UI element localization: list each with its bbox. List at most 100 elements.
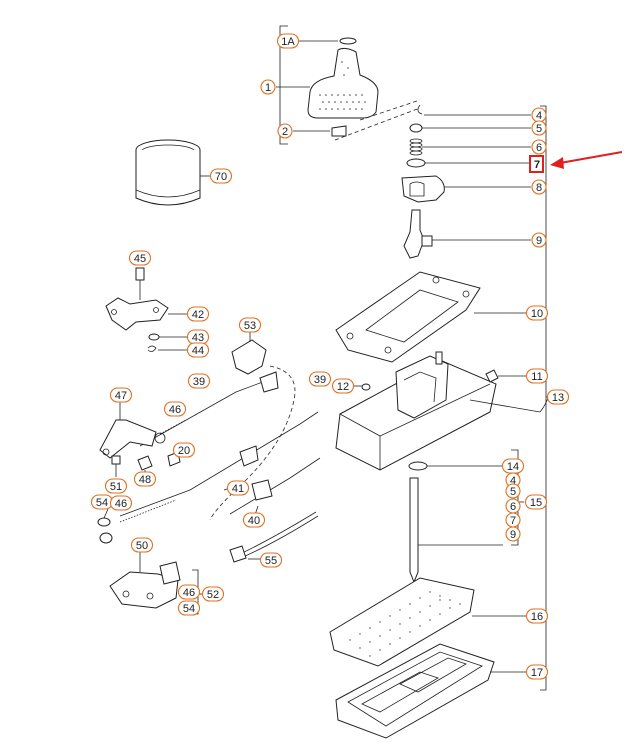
small-parts-stack	[401, 104, 531, 259]
callout-bubble	[186, 342, 210, 358]
callout-p42: 42	[186, 306, 210, 322]
callout-label: 39	[314, 374, 326, 386]
callout-bubble	[242, 512, 266, 528]
shifter-housing	[335, 351, 549, 471]
callout-p8: 8	[531, 179, 547, 195]
callout-label: 53	[244, 320, 256, 332]
callout-bubble	[505, 526, 521, 542]
callout-p44: 44	[186, 342, 210, 358]
callout-p7b: 7	[505, 512, 521, 528]
callout-label: 44	[192, 345, 204, 357]
callout-label: 13	[552, 392, 564, 404]
callout-label: 2	[282, 126, 288, 138]
callout-bubble	[505, 483, 521, 499]
callout-label: 5	[510, 486, 516, 498]
callout-p4: 4	[531, 107, 547, 123]
callout-bubble	[525, 664, 549, 680]
callout-bubble	[260, 79, 276, 95]
lever-47	[99, 402, 181, 478]
callout-label: 1	[265, 82, 271, 94]
callout-bubble	[525, 368, 549, 384]
callout-bubble	[177, 600, 201, 616]
callout-label: 9	[510, 529, 516, 541]
callout-bubble	[104, 478, 128, 494]
callout-bubble	[109, 495, 133, 511]
callout-p52: 52	[201, 586, 225, 602]
callout-p54a: 54	[90, 494, 114, 510]
callout-label: 52	[207, 589, 219, 601]
callout-label: 8	[536, 182, 542, 194]
callout-bubble	[201, 586, 225, 602]
callout-bubble	[531, 179, 547, 195]
callouts: 1A12704567891011121314456791516174542434…	[90, 33, 570, 680]
callout-bubble	[238, 317, 262, 333]
callout-label: 70	[215, 171, 227, 183]
callout-p48: 48	[133, 471, 157, 487]
callout-bubble	[546, 389, 570, 405]
tray-17	[335, 643, 527, 739]
callout-label: 43	[192, 332, 204, 344]
cover-16	[329, 577, 527, 667]
callout-label: 6	[510, 501, 516, 513]
lower-joints	[97, 508, 113, 544]
callout-p45: 45	[128, 250, 152, 266]
callout-p10: 10	[525, 305, 549, 321]
callout-label: 48	[139, 474, 151, 486]
callout-p51: 51	[104, 478, 128, 494]
callout-p39b: 39	[308, 371, 332, 387]
callout-label: 11	[531, 371, 542, 383]
callout-bubble	[531, 232, 547, 248]
callout-p46b: 46	[109, 495, 133, 511]
callout-p4b: 4	[505, 472, 521, 488]
callout-p1: 1	[260, 79, 276, 95]
callout-bubble	[209, 168, 233, 184]
callout-p9b: 9	[505, 526, 521, 542]
callout-p20: 20	[172, 442, 196, 458]
bracket-42	[105, 267, 187, 352]
callout-bubble	[186, 306, 210, 322]
callout-bubble	[226, 480, 250, 496]
callout-label: 20	[178, 445, 190, 457]
callout-p9: 9	[531, 232, 547, 248]
callout-bubble	[133, 471, 157, 487]
callout-label: 15	[530, 497, 542, 509]
callout-p16: 16	[525, 608, 549, 624]
callout-label: 4	[536, 110, 542, 122]
callout-p7: 7	[534, 159, 540, 171]
shift-rod	[408, 449, 524, 584]
callout-label: 50	[136, 540, 148, 552]
clip-53	[231, 332, 267, 375]
callout-label: 14	[507, 461, 519, 473]
callout-p55: 55	[259, 552, 283, 568]
callout-p12: 12	[331, 378, 355, 394]
callout-bubble	[177, 584, 201, 600]
cables	[119, 365, 321, 523]
bracket-13	[540, 105, 547, 691]
highlight-box	[529, 155, 544, 173]
callout-label: 46	[115, 498, 127, 510]
callout-label: 55	[265, 555, 277, 567]
ring-part	[135, 139, 211, 206]
callout-label: 54	[96, 497, 108, 509]
callout-bubble	[172, 442, 196, 458]
callout-label: 17	[531, 667, 543, 679]
callout-bubble	[525, 608, 549, 624]
callout-bubble	[531, 120, 547, 136]
cover-dots	[349, 591, 461, 657]
bracket-52	[109, 552, 204, 615]
callout-bubble	[163, 401, 187, 417]
callout-bubble	[130, 537, 154, 553]
callout-p50: 50	[130, 537, 154, 553]
callout-p11: 11	[525, 368, 549, 384]
callout-bubble	[525, 305, 549, 321]
gasket-part	[335, 271, 527, 363]
callout-label: 10	[531, 308, 543, 320]
callout-label: 46	[183, 587, 195, 599]
spring-part	[409, 138, 423, 156]
callout-p46a: 46	[163, 401, 187, 417]
callout-p14: 14	[501, 458, 525, 474]
callout-bubble	[308, 371, 332, 387]
callout-label: 54	[183, 603, 195, 615]
callout-label: 16	[531, 611, 543, 623]
callout-bubble	[187, 373, 211, 389]
